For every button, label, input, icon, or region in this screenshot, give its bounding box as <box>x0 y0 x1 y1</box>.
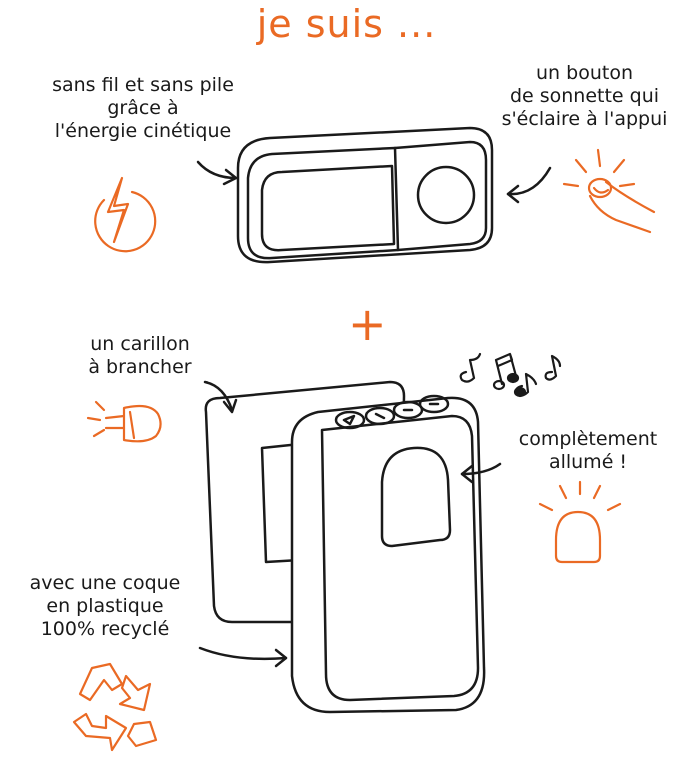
label-chime: un carillon à brancher <box>60 333 220 379</box>
plus-sign: + <box>348 297 387 351</box>
label-lit-line-2: allumé ! <box>548 451 628 473</box>
label-chime-line-2: à brancher <box>88 356 192 378</box>
label-button-line-2: de sonnette qui <box>509 85 660 107</box>
music-notes-icon <box>459 352 562 398</box>
label-lit-line-1: complètement <box>518 428 658 450</box>
label-chime-line-1: un carillon <box>90 333 190 355</box>
label-wireless-line-2: grâce à <box>107 97 179 119</box>
page-title: je suis ... <box>256 2 437 46</box>
label-recycled-line-2: en plastique <box>46 595 164 617</box>
label-wireless: sans fil et sans pile grâce à l'énergie … <box>18 74 268 143</box>
arrow-to-button-left <box>196 160 238 180</box>
recycle-icon <box>72 662 158 752</box>
lightning-icon <box>94 176 157 253</box>
label-wireless-line-3: l'énergie cinétique <box>54 120 232 142</box>
plug-icon <box>86 400 162 443</box>
arrow-to-chime-bottom <box>198 646 288 661</box>
label-wireless-line-1: sans fil et sans pile <box>52 74 234 96</box>
doorbell-button-device <box>236 126 494 264</box>
label-button-line-3: s'éclaire à l'appui <box>501 108 668 130</box>
arrow-to-button-right <box>506 166 552 196</box>
label-recycled-line-1: avec une coque <box>29 572 181 594</box>
glowing-bell-icon <box>538 480 622 564</box>
arrow-to-chime-right <box>460 462 502 476</box>
bell-push-circle <box>416 165 476 225</box>
arrow-to-chime-top <box>203 380 234 412</box>
label-button-line-1: un bouton <box>536 62 633 84</box>
label-button: un bouton de sonnette qui s'éclaire à l'… <box>482 62 687 131</box>
label-recycled-line-3: 100% recyclé <box>40 618 170 640</box>
label-lit: complètement allumé ! <box>498 428 678 474</box>
finger-press-icon <box>562 148 656 234</box>
label-recycled: avec une coque en plastique 100% recyclé <box>10 572 200 641</box>
chime-receiver-device <box>204 380 486 714</box>
